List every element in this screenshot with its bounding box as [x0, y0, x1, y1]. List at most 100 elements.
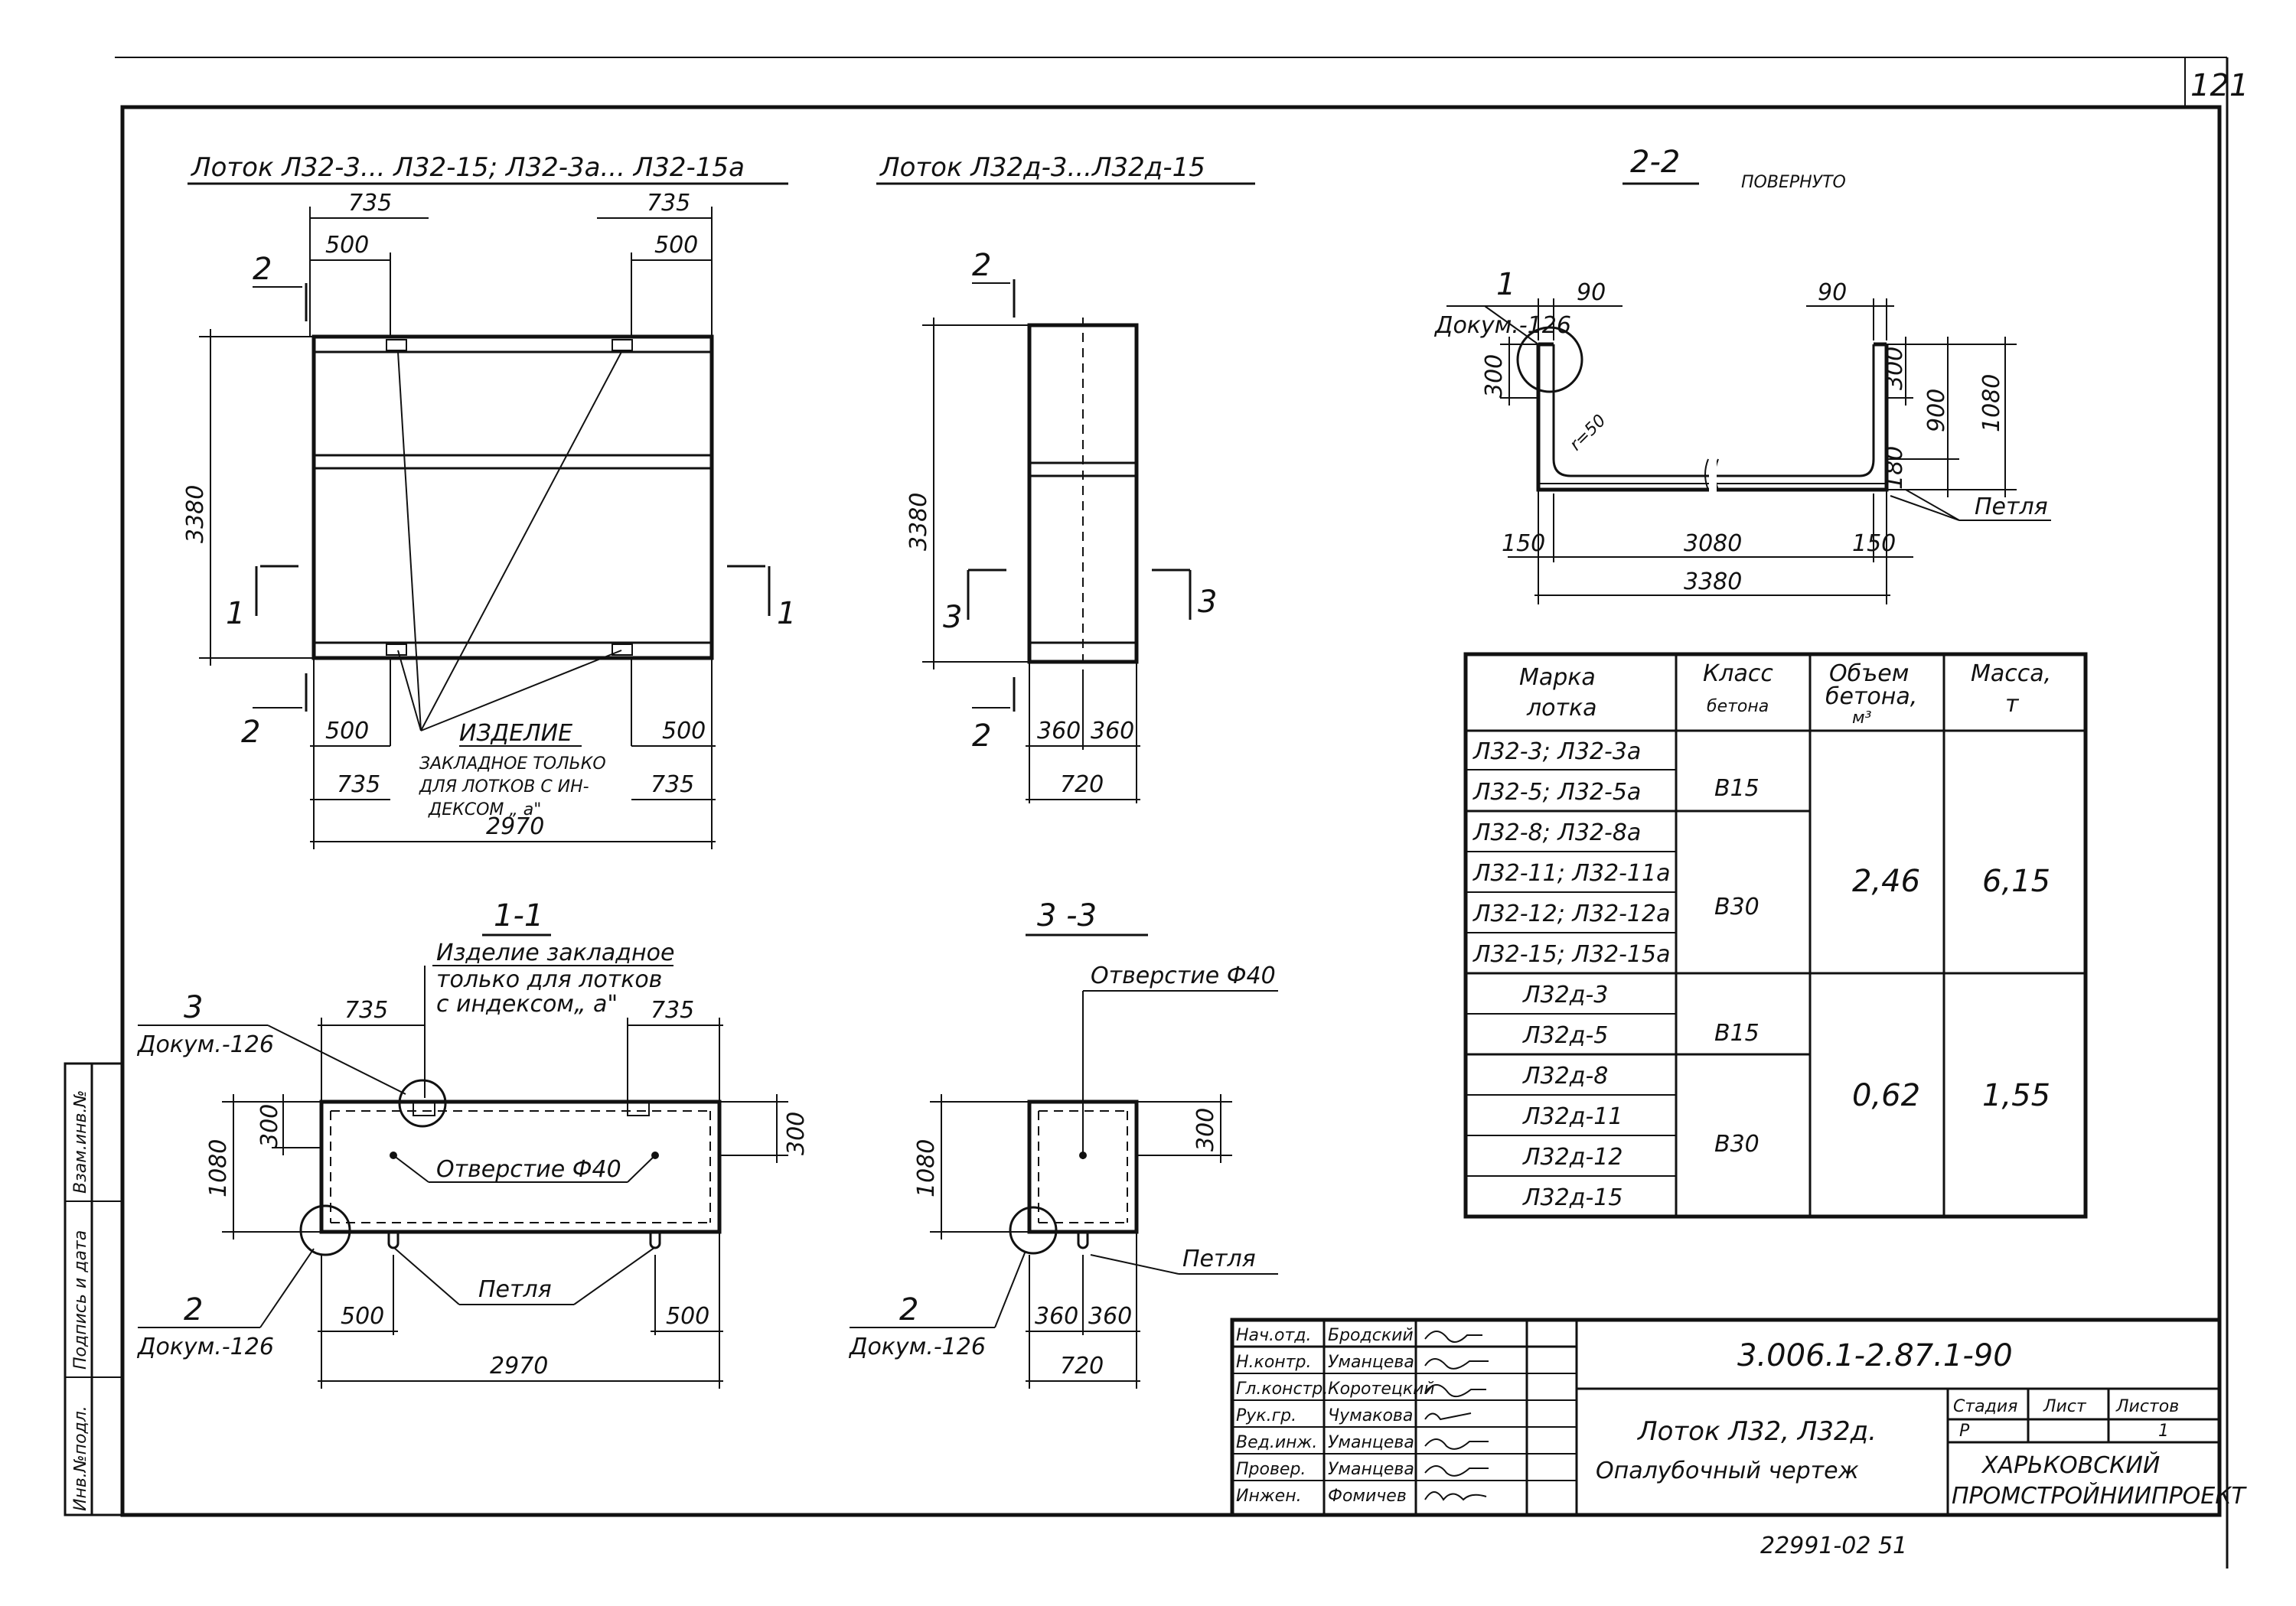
- table-mark-6: Л32д-3: [1522, 982, 1608, 1008]
- stamp-org-1: ХАРЬКОВСКИЙ: [1981, 1451, 2160, 1479]
- stamp-stage-header: Стадия: [1953, 1397, 2017, 1416]
- plan-a-dim-500-bl: 500: [325, 718, 369, 744]
- stamp-role-6: Инжен.: [1236, 1487, 1302, 1506]
- plan-a-dim-735-tl: 735: [348, 190, 392, 217]
- table-mark-2: Л32-8; Л32-8а: [1473, 819, 1641, 846]
- section-1-1-title: 1-1: [494, 898, 543, 933]
- plan-a-dim-3380: 3380: [182, 485, 209, 543]
- plan-a-mark-2-bottom: 2: [241, 715, 260, 750]
- archive-number: 22991-02 51: [1760, 1533, 1907, 1559]
- side-stamp-sign: Подпись и дата: [71, 1230, 90, 1370]
- section-1-1-dim-300-r: 300: [783, 1112, 810, 1155]
- section-1-1-note-3: с индексом„ а": [436, 991, 618, 1018]
- table-mass-0: 6,15: [1982, 864, 2050, 899]
- section-2-2-callout-num: 1: [1496, 267, 1515, 302]
- section-1-1-note-1: Изделие закладное: [436, 940, 674, 966]
- plan-a-note-1: ИЗДЕЛИЕ: [459, 720, 572, 747]
- section-1-1-callout2-num: 2: [184, 1292, 203, 1327]
- section-1-1-dim-2970: 2970: [490, 1353, 548, 1380]
- stamp-stage: Р: [1959, 1422, 1970, 1441]
- section-1-1-callout3-doc: Докум.-126: [136, 1031, 274, 1058]
- section-2-2-callout-doc: Докум.-126: [1433, 312, 1571, 339]
- section-3-3-dim-360-r: 360: [1088, 1303, 1132, 1330]
- section-1-1-callout3-num: 3: [184, 990, 203, 1025]
- section-2-2-dim-90-l: 90: [1577, 279, 1606, 306]
- section-2-2-dim-150-l: 150: [1502, 530, 1545, 557]
- section-1-1-hole: Отверстие Ф40: [436, 1156, 621, 1183]
- section-1-1-dim-300-l: 300: [256, 1104, 283, 1148]
- section-2-2-subtitle: ПОВЕРНУТО: [1741, 173, 1846, 192]
- section-1-1-dim-500-r: 500: [666, 1303, 709, 1330]
- table-header-class-1: Класс: [1703, 660, 1773, 687]
- plan-a-note-4: ДЕКСОМ „ а": [428, 800, 541, 819]
- section-3-3-callout-num: 2: [899, 1292, 918, 1327]
- table-mark-1: Л32-5; Л32-5а: [1473, 779, 1641, 806]
- section-1-1-dim-500-l: 500: [341, 1303, 384, 1330]
- plan-a-mark-1-left: 1: [226, 596, 245, 631]
- plan-view-a: Лоток Л32-3... Л32-15; Л32-3а... Л32-15а…: [182, 152, 796, 849]
- section-2-2-dim-300-l: 300: [1481, 354, 1508, 398]
- plan-view-d: Лоток Л32д-3...Л32д-15 3380 2 2 3 3 360 …: [876, 152, 1255, 803]
- table-mark-8: Л32д-8: [1522, 1063, 1608, 1090]
- section-3-3-loop: Петля: [1182, 1246, 1256, 1272]
- table-class-0: В15: [1714, 775, 1760, 802]
- section-1-1-callout2-doc: Докум.-126: [136, 1334, 274, 1360]
- table-header-class-2: бетона: [1707, 697, 1769, 716]
- stamp-role-5: Провер.: [1236, 1460, 1306, 1479]
- plan-d-dim-360-l: 360: [1037, 718, 1081, 744]
- table-mark-11: Л32д-15: [1522, 1184, 1623, 1211]
- stamp-title-2: Опалубочный чертеж: [1596, 1458, 1859, 1484]
- table-volume-1: 0,62: [1852, 1078, 1920, 1113]
- section-2-2-dim-300-r: 300: [1881, 347, 1908, 390]
- spec-table: Марка лотка Класс бетона Объем бетона, м…: [1463, 652, 2088, 1219]
- side-stamp-inv: Инв.№подл.: [71, 1406, 90, 1511]
- plan-a-dim-735-tr: 735: [647, 190, 690, 217]
- section-2-2-dim-900: 900: [1923, 389, 1950, 432]
- section-2-2-dim-r50: r=50: [1567, 411, 1610, 454]
- table-class-3: В30: [1714, 1131, 1760, 1158]
- plan-d-dim-360-r: 360: [1091, 718, 1134, 744]
- table-mark-4: Л32-12; Л32-12а: [1473, 901, 1671, 927]
- plan-a-dim-735-br: 735: [651, 771, 694, 798]
- stamp-signatures: [1424, 1331, 1489, 1501]
- plan-d-dim-3380: 3380: [905, 493, 932, 551]
- stamp-sheets: 1: [2158, 1422, 2169, 1441]
- stamp-role-0: Нач.отд.: [1236, 1326, 1312, 1345]
- table-mark-3: Л32-11; Л32-11а: [1473, 860, 1671, 887]
- stamp-role-2: Гл.констр.: [1236, 1380, 1328, 1399]
- plan-a-dim-2970: 2970: [486, 813, 544, 840]
- plan-d-mark-2-bottom: 2: [972, 718, 991, 754]
- plan-a-title: Лоток Л32-3... Л32-15; Л32-3а... Л32-15а: [190, 152, 745, 183]
- table-mark-10: Л32д-12: [1522, 1144, 1623, 1171]
- stamp-name-4: Уманцева: [1328, 1433, 1414, 1452]
- section-2-2-dim-3080: 3080: [1684, 530, 1742, 557]
- table-mass-1: 1,55: [1982, 1078, 2050, 1113]
- section-3-3: 3 -3 Отверстие Ф40 1080 300 Петля 2 Доку…: [848, 898, 1278, 1389]
- plan-a-dim-500-tr: 500: [654, 232, 698, 259]
- section-2-2-dim-180: 180: [1881, 446, 1908, 490]
- table-mark-9: Л32д-11: [1522, 1103, 1623, 1130]
- table-header-mass-2: т: [2005, 691, 2020, 718]
- section-2-2-title: 2-2: [1630, 145, 1680, 180]
- table-header-mark-2: лотка: [1526, 695, 1597, 722]
- section-1-1-dim-1080: 1080: [205, 1139, 232, 1197]
- plan-a-mark-2-top: 2: [253, 252, 272, 287]
- page-number: 121: [2190, 68, 2249, 103]
- table-mark-7: Л32д-5: [1522, 1022, 1608, 1049]
- stamp-doc-code: 3.006.1-2.87.1-90: [1737, 1338, 2013, 1373]
- table-header-mass-1: Масса,: [1971, 660, 2051, 687]
- section-1-1-note-2: только для лотков: [436, 966, 662, 993]
- section-2-2-dim-1080: 1080: [1978, 374, 2005, 432]
- plan-d-title: Лоток Л32д-3...Л32д-15: [879, 152, 1205, 183]
- section-3-3-dim-360-l: 360: [1035, 1303, 1078, 1330]
- plan-d-dim-720: 720: [1060, 771, 1104, 798]
- stamp-sheet-header: Лист: [2043, 1397, 2087, 1416]
- plan-d-mark-3-right: 3: [1198, 585, 1217, 620]
- table-header-vol-2: бетона,: [1825, 683, 1917, 710]
- stamp-role-4: Вед.инж.: [1236, 1433, 1317, 1452]
- plan-a-mark-1-right: 1: [777, 596, 796, 631]
- plan-a-dim-735-bl: 735: [337, 771, 380, 798]
- section-3-3-hole: Отверстие Ф40: [1091, 963, 1276, 989]
- title-block: Нач.отд. Н.контр. Гл.констр. Рук.гр. Вед…: [1230, 1318, 2248, 1517]
